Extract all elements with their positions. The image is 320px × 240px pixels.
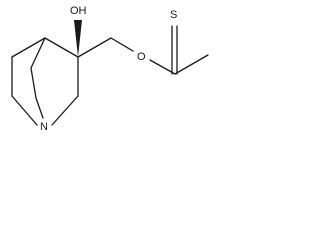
bond-c4-c7	[30, 37, 46, 69]
structure-diagram: N OH O S	[11, 5, 209, 133]
quinuclidine-cage	[11, 37, 79, 126]
bond-c3-ch2	[77, 37, 112, 58]
bond-c6-n	[11, 95, 38, 126]
bond-c4-c3	[44, 37, 79, 58]
stereo-wedge-bond	[74, 20, 82, 57]
atom-label-nitrogen: N	[40, 121, 48, 133]
atom-label-thione-sulfur: S	[170, 9, 177, 21]
bond-o-c	[149, 59, 176, 75]
bond-c-methyl	[174, 54, 209, 75]
bond-c2-n	[51, 95, 79, 126]
side-chain	[77, 25, 209, 75]
bond-c7-c8	[30, 67, 37, 99]
bond-c8-n	[35, 97, 44, 119]
atom-label-hydroxyl: OH	[70, 5, 87, 17]
atom-label-ether-oxygen: O	[137, 51, 146, 63]
bond-ch2-o	[110, 37, 134, 52]
bond-c4-c5	[11, 37, 46, 58]
